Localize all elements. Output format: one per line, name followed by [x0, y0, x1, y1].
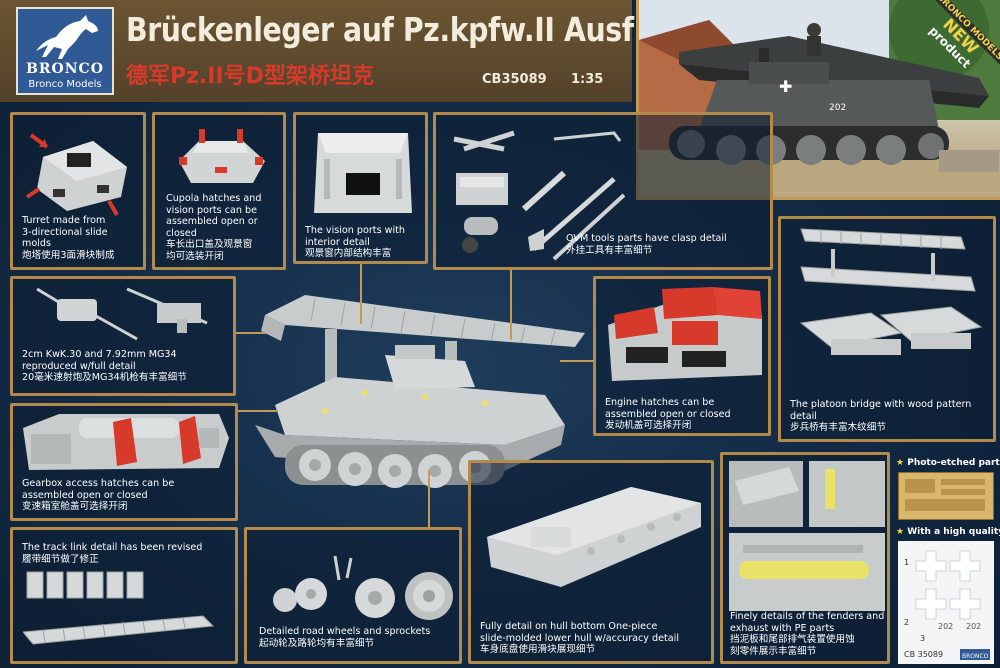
svg-text:202: 202: [966, 622, 981, 631]
decal-sheet: 1 2 3 202 202 CB 35089 BRONCO: [898, 541, 994, 664]
star-icon: ★: [896, 527, 905, 537]
ovm-tools-parts: [453, 130, 626, 261]
brand-word: BRONCO: [26, 61, 104, 77]
track-links-part: [23, 571, 215, 645]
svg-text:202: 202: [938, 622, 953, 631]
guns-parts: [36, 287, 208, 341]
pe-title: ★ Photo-etched parts: [896, 458, 1000, 468]
svg-text:3: 3: [920, 634, 925, 643]
decal-title: ★ With a high quality decal: [896, 527, 1000, 537]
svg-text:2: 2: [904, 618, 909, 627]
engine-hatch-part: [608, 287, 762, 381]
lower-hull-part: [487, 487, 701, 587]
horse-icon: [36, 15, 98, 59]
leader-line: [236, 332, 266, 334]
product-scale: 1:35: [571, 72, 604, 87]
brand-sub: Bronco Models: [28, 79, 102, 90]
svg-text:CB 35089: CB 35089: [904, 650, 943, 659]
fenders-parts: [729, 461, 885, 611]
header-banner: BRONCO Bronco Models Brückenleger auf Pz…: [0, 0, 695, 102]
svg-text:1: 1: [904, 558, 909, 567]
leader-line: [238, 410, 278, 412]
star-icon: ★: [896, 458, 905, 468]
leader-line: [510, 270, 512, 340]
wheels-parts: [273, 555, 453, 620]
photo-hull-number: 202: [829, 103, 846, 113]
vision-port-part: [314, 133, 412, 213]
bronco-logo: BRONCO Bronco Models: [16, 7, 114, 95]
turret-part: [25, 133, 127, 216]
leader-line: [560, 360, 594, 362]
cupola-part: [179, 129, 265, 183]
svg-text:✚: ✚: [779, 77, 792, 96]
product-title: Brückenleger auf Pz.kpfw.II Ausf D 1: [126, 10, 696, 49]
product-title-cn: 德军Pz.II号D型架桥坦克: [126, 64, 374, 89]
leader-line: [360, 264, 362, 324]
svg-text:BRONCO: BRONCO: [962, 653, 989, 660]
pe-fret: [898, 472, 994, 520]
gearbox-part: [23, 414, 229, 470]
product-code: CB35089: [482, 72, 547, 87]
leader-line: [428, 470, 430, 528]
bridge-parts: [799, 228, 983, 355]
